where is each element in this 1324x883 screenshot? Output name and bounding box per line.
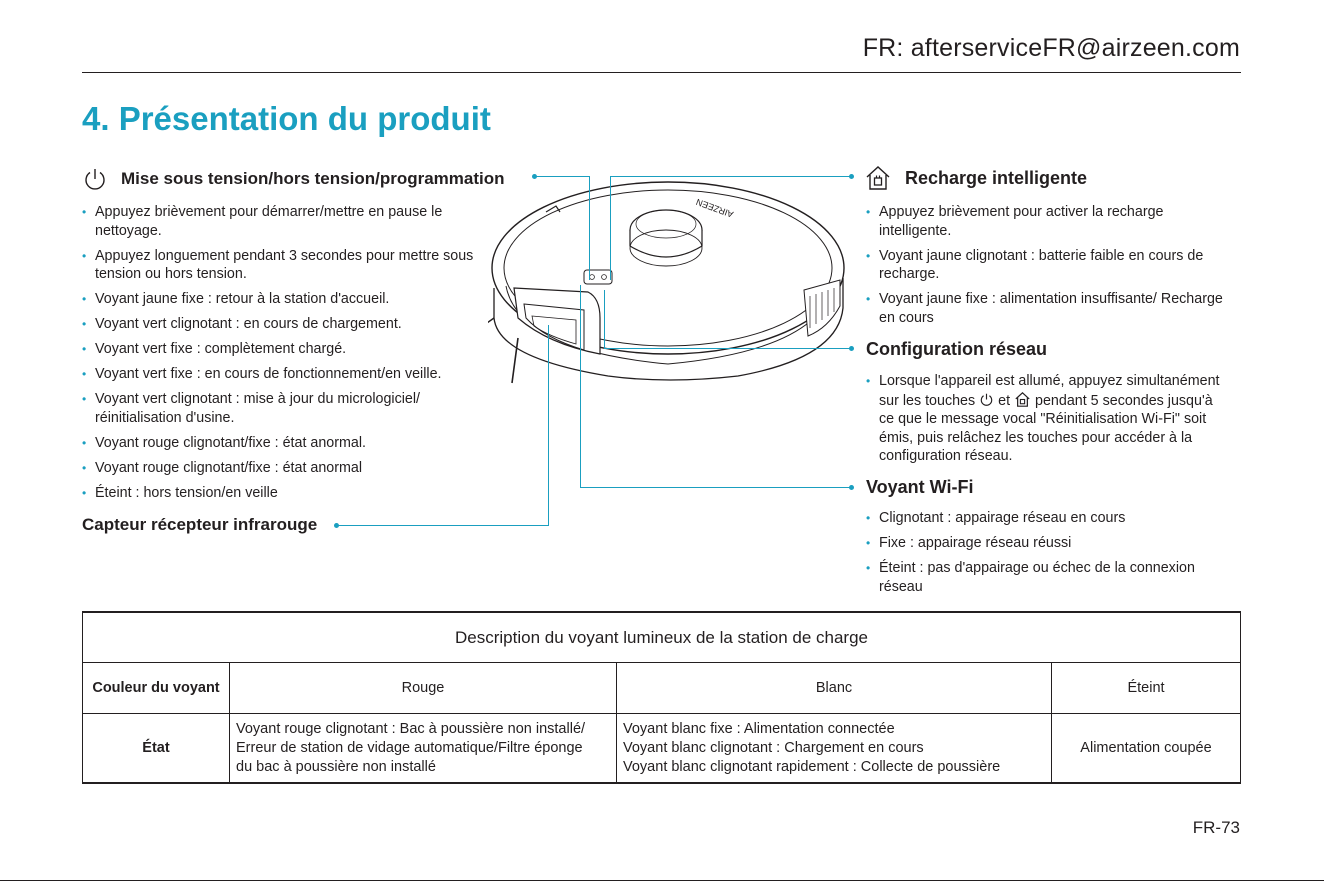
list-item: Voyant vert clignotant : en cours de cha… (82, 315, 477, 334)
list-item: Éteint : hors tension/en veille (82, 484, 477, 503)
leader-line-power (589, 176, 591, 280)
charging-station-led-table: Description du voyant lumineux de la sta… (82, 611, 1241, 784)
leader-dot-ir (334, 523, 339, 528)
recharge-section: Recharge intelligente (864, 164, 1087, 192)
cell-line: Voyant blanc clignotant : Chargement en … (623, 739, 924, 756)
leader-line-wifi (580, 285, 582, 488)
cell-color-white: Blanc (616, 662, 1052, 714)
wifi-heading: Voyant Wi-Fi (866, 477, 974, 497)
list-item: Appuyez brièvement pour démarrer/mettre … (82, 203, 477, 240)
header-divider (82, 72, 1241, 73)
leader-line-ir (548, 325, 550, 526)
list-item: Voyant jaune clignotant : batterie faibl… (866, 247, 1236, 284)
table-row: État Voyant rouge clignotant : Bac à pou… (82, 713, 1241, 784)
header-email: FR: afterserviceFR@airzeen.com (862, 34, 1240, 62)
leader-dot-power (532, 174, 537, 179)
list-item: Fixe : appairage réseau réussi (866, 534, 1226, 553)
list-item: Voyant rouge clignotant/fixe : état anor… (82, 459, 477, 478)
recharge-list: Appuyez brièvement pour activer la recha… (866, 203, 1236, 327)
page-number: FR-73 (1192, 818, 1240, 837)
network-heading: Configuration réseau (866, 339, 1048, 359)
ir-heading: Capteur récepteur infrarouge (82, 515, 318, 534)
page-title: 4. Présentation du produit (82, 100, 491, 137)
cell-state-white: Voyant blanc fixe : Alimentation connect… (616, 713, 1052, 784)
list-item: Clignotant : appairage réseau en cours (866, 509, 1226, 528)
list-item: Lorsque l'appareil est allumé, appuyez s… (866, 372, 1226, 466)
cell-color-red: Rouge (229, 662, 617, 714)
list-item: Appuyez brièvement pour activer la recha… (866, 203, 1236, 240)
robot-vacuum-illustration: AIRZEEN (488, 181, 845, 384)
cell-line: du bac à poussière non installé (236, 758, 436, 775)
cell-line: Voyant rouge clignotant : Bac à poussièr… (236, 720, 586, 737)
list-item: Voyant jaune fixe : alimentation insuffi… (866, 290, 1236, 327)
cell-line: Voyant blanc fixe : Alimentation connect… (623, 720, 895, 737)
home-icon (866, 166, 890, 190)
table-caption: Description du voyant lumineux de la sta… (82, 611, 1241, 663)
network-text-start: Lorsque l'appareil est allumé, appuyez s… (879, 373, 1220, 409)
network-text-end: pendant 5 secondes jusqu'à ce que le mes… (879, 392, 1213, 465)
row-header-color: Couleur du voyant (82, 662, 230, 714)
cell-state-red: Voyant rouge clignotant : Bac à poussièr… (229, 713, 617, 784)
leader-line-recharge (610, 176, 850, 178)
leader-line-network (604, 348, 850, 350)
leader-dot-network (849, 346, 854, 351)
list-item: Voyant vert fixe : complètement chargé. (82, 340, 477, 359)
leader-line-network (604, 290, 606, 349)
power-icon (85, 169, 105, 190)
leader-line-recharge (610, 176, 612, 280)
power-list: Appuyez brièvement pour démarrer/mettre … (82, 203, 477, 502)
wifi-list: Clignotant : appairage réseau en cours F… (866, 509, 1226, 596)
home-icon (1015, 391, 1030, 407)
leader-line-power (535, 176, 590, 178)
list-item: Voyant vert fixe : en cours de fonctionn… (82, 365, 477, 384)
list-item: Éteint : pas d'appairage ou échec de la … (866, 559, 1226, 596)
power-heading: Mise sous tension/hors tension/programma… (121, 169, 505, 188)
row-header-state: État (82, 713, 230, 784)
list-item: Voyant rouge clignotant/fixe : état anor… (82, 434, 477, 453)
leader-dot-wifi (849, 485, 854, 490)
leader-dot-recharge (849, 174, 854, 179)
list-item: Appuyez longuement pendant 3 secondes po… (82, 247, 477, 284)
power-section: Mise sous tension/hors tension/programma… (82, 166, 505, 192)
leader-line-wifi (580, 487, 850, 489)
cell-line: Erreur de station de vidage automatique/… (236, 739, 583, 756)
table-row: Couleur du voyant Rouge Blanc Éteint (82, 662, 1241, 714)
footer-divider (0, 880, 1324, 881)
network-list: Lorsque l'appareil est allumé, appuyez s… (866, 372, 1226, 466)
list-item: Voyant vert clignotant : mise à jour du … (82, 390, 477, 427)
power-icon (980, 393, 993, 406)
cell-line: Voyant blanc clignotant rapidement : Col… (623, 758, 1001, 775)
leader-line-ir (337, 525, 549, 527)
cell-state-off: Alimentation coupée (1051, 713, 1241, 784)
list-item: Voyant jaune fixe : retour à la station … (82, 290, 477, 309)
network-text-and: et (998, 392, 1011, 409)
cell-color-off: Éteint (1051, 662, 1241, 714)
recharge-heading: Recharge intelligente (905, 167, 1088, 188)
